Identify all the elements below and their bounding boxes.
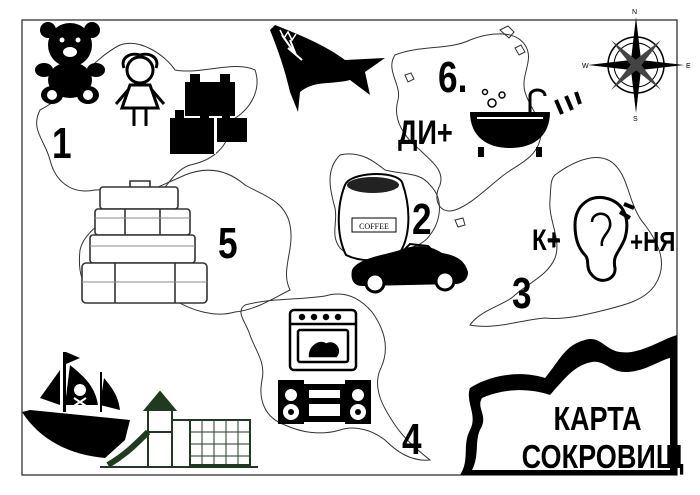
teddy-bear-icon bbox=[35, 22, 105, 104]
ear-plus-icon bbox=[548, 235, 560, 247]
map-title-line-2: СОКРОВИЩ bbox=[521, 438, 684, 475]
ear-suffix-text: +НЯ bbox=[630, 226, 676, 257]
number-3: 3 bbox=[512, 269, 532, 318]
map-title: КАРТА СОКРОВИЩ bbox=[521, 400, 684, 476]
number-1: 1 bbox=[52, 119, 72, 168]
map-title-line-1: КАРТА bbox=[553, 400, 642, 437]
doll-icon bbox=[114, 52, 166, 126]
ear-icon bbox=[573, 195, 635, 282]
coffee-label: COFFEE bbox=[359, 222, 389, 231]
region-3-outline bbox=[469, 157, 663, 327]
coffee-sack-icon: COFFEE bbox=[337, 173, 410, 262]
bathtub-icon bbox=[470, 88, 582, 157]
compass-s: S bbox=[633, 116, 638, 123]
compass-n: N bbox=[632, 9, 637, 16]
islands-outline bbox=[404, 25, 526, 228]
number-2: 2 bbox=[412, 195, 432, 244]
suitcases-icon bbox=[81, 180, 208, 304]
bath-prefix-text: ДИ+ bbox=[398, 114, 453, 152]
stereo-icon bbox=[278, 380, 371, 424]
shark-icon bbox=[270, 25, 385, 112]
number-6: 6. bbox=[438, 53, 468, 102]
region-4-outline bbox=[240, 293, 432, 461]
ear-prefix-text: К+ bbox=[532, 224, 561, 257]
compass-w: W bbox=[582, 63, 589, 70]
compass-rose-icon bbox=[588, 17, 684, 113]
playground-icon bbox=[100, 390, 258, 468]
lego-bricks-icon bbox=[170, 74, 247, 154]
pirate-ship-icon bbox=[22, 352, 130, 458]
number-4: 4 bbox=[402, 415, 422, 464]
car-icon bbox=[351, 242, 468, 294]
compass-e: E bbox=[686, 63, 691, 70]
title-cartouche bbox=[472, 358, 670, 470]
oven-icon bbox=[288, 308, 358, 372]
map-frame bbox=[21, 19, 678, 476]
number-5: 5 bbox=[218, 219, 238, 268]
